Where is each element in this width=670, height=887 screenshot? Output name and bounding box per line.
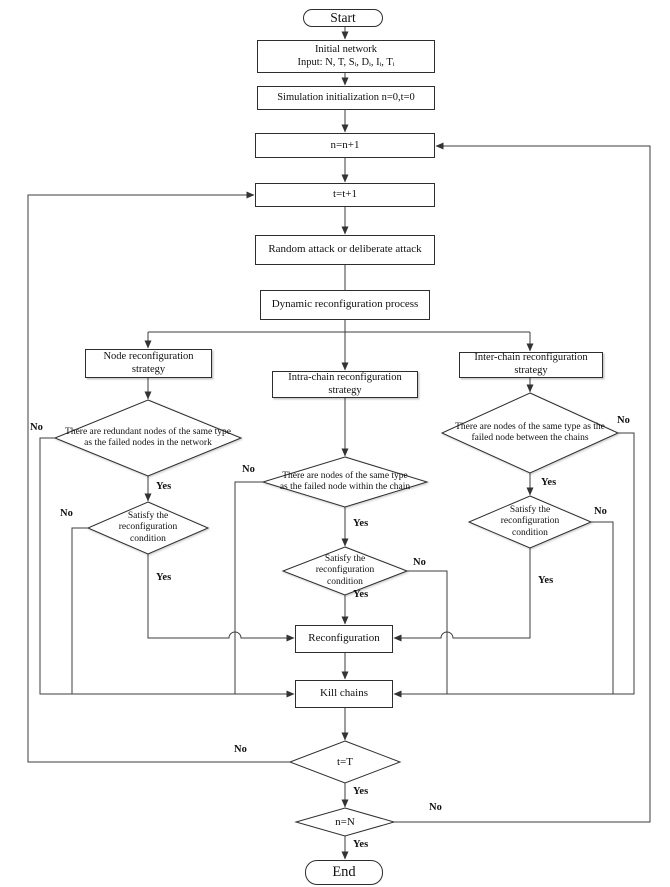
reconfiguration-process: Reconfiguration <box>295 625 393 653</box>
end-label: End <box>332 863 356 880</box>
dynamic-reconfiguration-process: Dynamic reconfiguration process <box>260 290 430 320</box>
satisfy-diamond-middle <box>281 546 409 596</box>
start-terminator: Start <box>303 9 383 27</box>
edge-ld1-no-killchains <box>39 437 295 698</box>
edge-rd2-yes-reconfiguration <box>393 548 531 642</box>
initial-network-line1: Initial network <box>314 43 378 55</box>
reconfiguration-label: Reconfiguration <box>308 632 380 645</box>
t-check-diamond <box>288 740 402 784</box>
node-satisfy-diamond-left <box>86 501 210 555</box>
edge-ld2-no-killchains <box>71 527 88 694</box>
intra-decision-text: There are nodes of the same type as the … <box>279 470 411 492</box>
sim-init-process: Simulation initialization n=0,t=0 <box>257 86 435 110</box>
end-terminator: End <box>305 860 383 885</box>
edge-md2-no-killchains <box>407 570 448 694</box>
inter-decision-text: There are nodes of the same type as the … <box>455 421 605 443</box>
inter-strategy-process: Inter-chain reconfiguration strategy <box>459 352 603 378</box>
edge-tcheck-no-tinc <box>27 191 290 763</box>
t-increment-process: t=t+1 <box>255 183 435 207</box>
edge-label-md2-yes: Yes <box>353 589 369 600</box>
node-decision-diamond <box>53 399 243 477</box>
node-strategy-process: Node reconfiguration strategy <box>85 349 212 378</box>
intra-strategy-label: Intra-chain reconfiguration strategy <box>288 371 402 396</box>
edge-ld2-yes-reconfiguration <box>147 554 295 642</box>
edge-label-ld1-no: No <box>30 422 43 433</box>
n-increment-label: n=n+1 <box>330 138 360 151</box>
n-check-diamond <box>294 807 396 837</box>
attack-label: Random attack or deliberate attack <box>268 243 422 256</box>
satisfy-left-text: Satisfy the reconfiguration condition <box>118 511 178 544</box>
inter-decision-diamond <box>440 392 620 474</box>
edge-md1-no-killchains <box>234 481 263 694</box>
dynamic-reconfiguration-label: Dynamic reconfiguration process <box>271 298 419 311</box>
edge-label-md2-no: No <box>413 557 426 568</box>
edge-label-rd2-no: No <box>594 506 607 517</box>
inter-strategy-label: Inter-chain reconfiguration strategy <box>474 352 588 376</box>
kill-chains-label: Kill chains <box>320 687 368 700</box>
edge-label-rd1-no: No <box>617 415 630 426</box>
start-label: Start <box>330 9 356 25</box>
edge-label-tcheck-yes: Yes <box>353 786 369 797</box>
t-check-text: t=T <box>337 755 353 768</box>
satisfy-diamond-right <box>467 495 593 549</box>
t-increment-label: t=t+1 <box>332 188 358 201</box>
edge-ncheck-no-ninc <box>394 142 651 823</box>
edge-label-ld2-no: No <box>60 508 73 519</box>
n-check-text: n=N <box>335 815 355 828</box>
intra-decision-diamond <box>261 456 429 508</box>
edge-label-tcheck-no: No <box>234 744 247 755</box>
kill-chains-process: Kill chains <box>295 680 393 708</box>
node-strategy-label: Node reconfiguration strategy <box>103 350 194 375</box>
edge-label-ld1-yes: Yes <box>156 481 172 492</box>
intra-strategy-process: Intra-chain reconfiguration strategy <box>272 371 418 398</box>
sim-init-label: Simulation initialization n=0,t=0 <box>277 91 415 103</box>
n-increment-process: n=n+1 <box>255 133 435 158</box>
satisfy-right-text: Satisfy the reconfiguration condition <box>500 505 560 538</box>
attack-process: Random attack or deliberate attack <box>255 235 435 265</box>
edge-label-ncheck-no: No <box>429 802 442 813</box>
initial-network-process: Initial network Input: N, T, Sᵢ, Dᵢ, Iᵢ,… <box>257 40 435 73</box>
node-decision-text: There are redundant nodes of the same ty… <box>65 426 231 448</box>
edge-rd2-no-killchains <box>591 521 614 694</box>
edge-label-md1-no: No <box>242 464 255 475</box>
initial-network-line2: Input: N, T, Sᵢ, Dᵢ, Iᵢ, Tᵢ <box>297 56 395 68</box>
edge-label-ncheck-yes: Yes <box>353 839 369 850</box>
edge-label-md1-yes: Yes <box>353 518 369 529</box>
edge-label-rd1-yes: Yes <box>541 477 557 488</box>
satisfy-middle-text: Satisfy the reconfiguration condition <box>315 554 375 587</box>
edge-label-rd2-yes: Yes <box>538 575 554 586</box>
edge-label-ld2-yes: Yes <box>156 572 172 583</box>
edge-rd1-no-killchains <box>393 432 635 698</box>
